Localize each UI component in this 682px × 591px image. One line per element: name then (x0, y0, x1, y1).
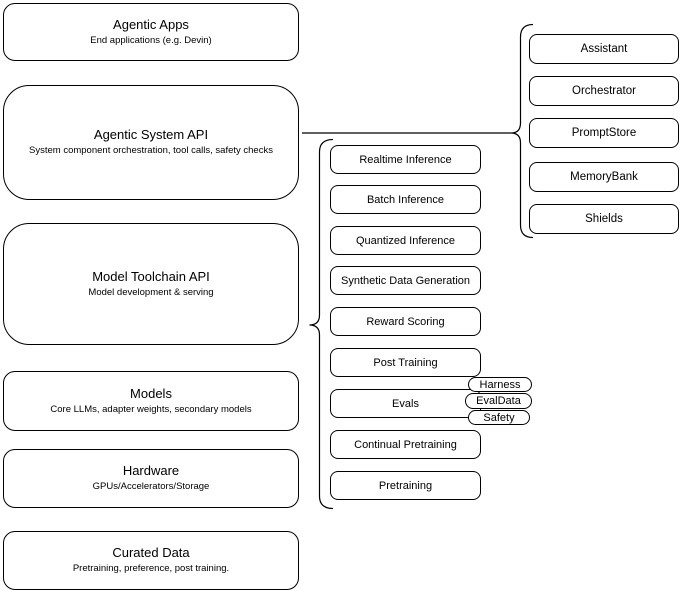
node-title: Agentic System API (93, 127, 209, 143)
node-orchestrator: Orchestrator (529, 76, 679, 106)
node-model-toolchain-api: Model Toolchain API Model development & … (3, 223, 299, 345)
node-title: Agentic Apps (113, 16, 189, 32)
node-title: Curated Data (112, 545, 190, 561)
node-subtitle: Pretraining, preference, post training. (72, 563, 230, 575)
node-post-training: Post Training (330, 348, 481, 377)
node-continual-pretraining: Continual Pretraining (330, 430, 481, 459)
node-synthetic-data-generation: Synthetic Data Generation (330, 266, 481, 295)
node-subtitle: Core LLMs, adapter weights, secondary mo… (50, 403, 252, 415)
node-assistant: Assistant (529, 34, 679, 64)
node-subtitle: System component orchestration, tool cal… (29, 145, 273, 157)
node-reward-scoring: Reward Scoring (330, 307, 481, 336)
node-batch-inference: Batch Inference (330, 185, 481, 214)
node-evals: Evals (330, 389, 481, 418)
node-memorybank: MemoryBank (529, 162, 679, 192)
node-curated-data: Curated Data Pretraining, preference, po… (3, 531, 299, 590)
node-agentic-system-api: Agentic System API System component orch… (3, 85, 299, 200)
node-title: Hardware (122, 463, 180, 479)
node-agentic-apps: Agentic Apps End applications (e.g. Devi… (3, 3, 299, 61)
node-pretraining: Pretraining (330, 471, 481, 500)
tag-safety: Safety (468, 410, 530, 425)
node-hardware: Hardware GPUs/Accelerators/Storage (3, 449, 299, 508)
node-title: Model Toolchain API (92, 268, 210, 284)
node-quantized-inference: Quantized Inference (330, 226, 481, 255)
node-realtime-inference: Realtime Inference (330, 145, 481, 174)
node-shields: Shields (529, 204, 679, 234)
node-subtitle: End applications (e.g. Devin) (90, 34, 212, 46)
node-subtitle: GPUs/Accelerators/Storage (92, 481, 210, 493)
node-models: Models Core LLMs, adapter weights, secon… (3, 371, 299, 431)
node-title: Models (130, 385, 172, 401)
node-subtitle: Model development & serving (88, 286, 214, 298)
tag-harness: Harness (468, 377, 532, 392)
tag-evaldata: EvalData (465, 393, 532, 409)
node-promptstore: PromptStore (529, 118, 679, 148)
